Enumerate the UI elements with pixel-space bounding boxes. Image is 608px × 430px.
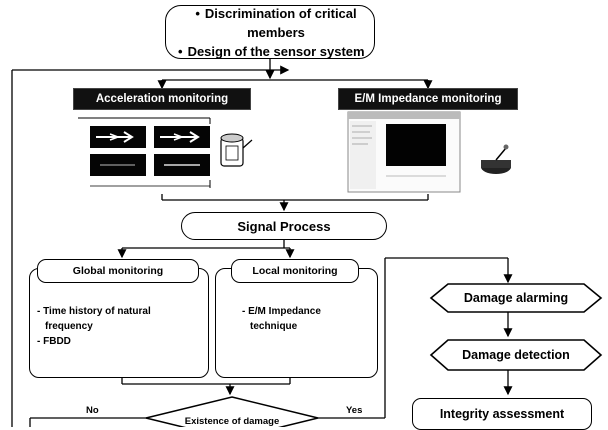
impedance-monitoring-banner: E/M Impedance monitoring [338, 88, 518, 110]
acceleration-monitoring-banner: Acceleration monitoring [73, 88, 251, 110]
top-box: Discrimination of critical members Desig… [165, 5, 375, 59]
signal-process-box: Signal Process [181, 212, 387, 240]
no-label: No [86, 405, 99, 416]
top-box-line1: Discrimination of critical members [178, 4, 374, 42]
global-item-1b: frequency [45, 321, 93, 332]
integrity-assessment-box: Integrity assessment [412, 398, 592, 430]
damage-detection-hexagon [429, 339, 603, 371]
damage-detection-label: Damage detection [462, 348, 570, 362]
global-monitoring-title: Global monitoring [37, 259, 199, 283]
damage-alarming-hexagon [429, 283, 603, 313]
global-monitoring-panel [29, 268, 209, 378]
local-item-1a: - E/M Impedance [242, 306, 321, 317]
decision-label: Existence of damage [184, 416, 280, 427]
damage-alarming-label: Damage alarming [463, 291, 569, 305]
top-box-line2: Design of the sensor system [178, 42, 365, 61]
local-monitoring-title: Local monitoring [231, 259, 359, 283]
local-item-1b: technique [250, 321, 298, 332]
impedance-graphic [347, 111, 511, 193]
decision-diamond [145, 396, 319, 427]
acceleration-graphic [78, 112, 253, 190]
global-monitoring-body: - Time history of natural frequency - FB… [37, 304, 207, 349]
global-item-1a: - Time history of natural [37, 306, 151, 317]
yes-label: Yes [346, 405, 363, 416]
local-monitoring-panel [215, 268, 378, 378]
local-monitoring-body: - E/M Impedance technique [242, 304, 372, 334]
global-item-2: - FBDD [37, 336, 71, 347]
